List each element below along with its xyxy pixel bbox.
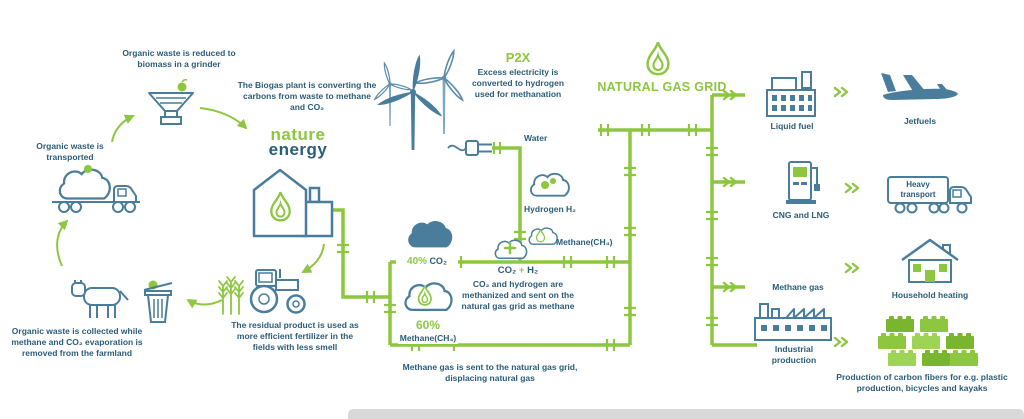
cycle-arrows	[56, 107, 325, 309]
wheat-icon	[218, 276, 244, 315]
co2-h2-label: CO₂ + H₂	[478, 264, 558, 279]
tractor-icon	[249, 269, 306, 314]
co2-40-label: 40% CO₂	[396, 254, 458, 269]
flow-chevrons	[722, 86, 860, 348]
grinder-icon	[148, 79, 194, 125]
methane-gas-label: Methane gas	[772, 282, 824, 292]
methane-60-pct: 60%	[415, 318, 441, 332]
biogas-caption: The Biogas plant is converting the carbo…	[237, 80, 377, 113]
household-heating-label: Household heating	[891, 290, 969, 300]
heavy-transport-label: Heavy transport	[900, 180, 936, 200]
hydrogen-cloud-icon	[529, 172, 570, 197]
logo-energy: energy	[268, 140, 328, 160]
methane-60-text: Methane(CH₄)	[398, 332, 458, 344]
footer-strip	[348, 409, 1024, 419]
nature-energy-logo: nature energy	[254, 125, 342, 160]
co2-h2-cloud-icon	[494, 239, 528, 260]
gas-pump-icon	[786, 161, 820, 204]
methane-60-label: 60% Methane(CH₄)	[398, 318, 458, 344]
co2-40-pct: 40%	[407, 256, 428, 267]
liquid-fuel-label: Liquid fuel	[770, 121, 814, 131]
biogas-plant-icon	[252, 168, 334, 238]
methanized-caption: CO₂ and hydrogen are methanized and sent…	[461, 279, 575, 312]
waste-truck-icon	[52, 165, 140, 213]
co2-cloud-icon	[408, 221, 453, 248]
co2-40-text: CO₂	[429, 256, 447, 266]
natural-gas-grid-title: NATURAL GAS GRID	[597, 80, 727, 94]
residual-caption: The residual product is used as more eff…	[231, 320, 359, 353]
gas-grid-flame-icon	[646, 41, 670, 76]
carbon-fibers-caption: Production of carbon fibers for e.g. pla…	[836, 372, 1008, 394]
jetfuels-label: Jetfuels	[903, 116, 937, 126]
power-plug-icon	[447, 140, 492, 156]
trash-bin-icon	[143, 280, 173, 323]
co2-h2-h2: H₂	[527, 265, 539, 276]
grinder-caption: Organic waste is reduced to biomass in a…	[122, 48, 236, 70]
sent-caption: Methane gas is sent to the natural gas g…	[402, 362, 578, 384]
methane-cloud-icon	[404, 282, 453, 312]
power-plant-icon	[766, 71, 816, 117]
airplane-icon	[881, 73, 958, 100]
lego-bricks-icon	[878, 316, 978, 366]
water-label: Water	[524, 133, 548, 143]
logo-nature: nature	[270, 125, 326, 144]
hydrogen-label: Hydrogen H₂	[524, 204, 576, 214]
methane-small-cloud-icon	[528, 227, 558, 245]
factory-icon	[754, 303, 832, 341]
methane-ch4-label: Methane(CH₄)	[556, 237, 613, 247]
wind-turbines-icon	[373, 48, 464, 150]
cow-icon	[71, 280, 129, 318]
house-icon	[901, 238, 959, 283]
p2x-title: P2X	[505, 50, 531, 65]
co2-h2-plus: +	[518, 265, 525, 276]
farm-caption: Organic waste is collected while methane…	[11, 326, 143, 359]
industrial-production-label: Industrial production	[771, 344, 817, 366]
cng-lng-label: CNG and LNG	[772, 210, 830, 220]
heavy-truck-icon	[887, 176, 972, 214]
p2x-caption: Excess electricity is converted to hydro…	[471, 67, 565, 100]
transport-caption: Organic waste is transported	[36, 141, 104, 163]
co2-h2-co2: CO₂	[497, 265, 517, 276]
